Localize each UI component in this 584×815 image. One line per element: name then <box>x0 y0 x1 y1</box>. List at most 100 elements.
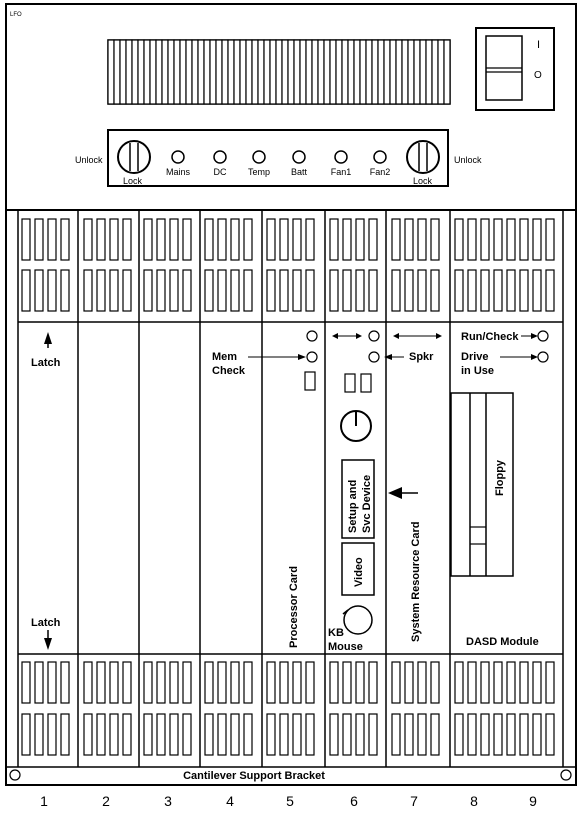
card-vent-slot <box>266 269 276 312</box>
vent-slot <box>197 39 205 105</box>
card-vent-slot <box>243 218 253 261</box>
slot6-switch-left[interactable] <box>344 373 356 393</box>
card-vent-slot <box>545 713 555 756</box>
card-vent-slot <box>279 269 289 312</box>
vent-slot <box>311 39 319 105</box>
latch-bottom[interactable]: Latch <box>31 617 61 650</box>
slot-number: 8 <box>470 793 478 809</box>
card-vent-slot <box>506 218 516 261</box>
slot6-switch-right[interactable] <box>360 373 372 393</box>
run-check-label: Run/Check <box>461 331 519 343</box>
speaker-led <box>368 351 380 363</box>
card-vent-slot <box>47 269 57 312</box>
vent-slot <box>263 39 271 105</box>
card-vent-slot <box>545 218 555 261</box>
card-vent-slot <box>96 661 106 704</box>
right-lock-knob-icon[interactable] <box>406 140 440 174</box>
right-unlock-label: Unlock <box>454 155 482 165</box>
card-vent-slot <box>467 269 477 312</box>
latch-bottom-label: Latch <box>31 617 61 629</box>
card-vent-slot <box>169 661 179 704</box>
card-vent-slot <box>169 713 179 756</box>
spkr-label: Spkr <box>409 351 434 363</box>
vent-slot <box>287 39 295 105</box>
card-vent-slot <box>83 713 93 756</box>
card-vent-slot <box>454 218 464 261</box>
card-vent-slot <box>342 269 352 312</box>
bracket-label: Cantilever Support Bracket <box>183 770 325 782</box>
kb-mouse-port-icon[interactable] <box>343 605 373 635</box>
slot-number: 1 <box>40 793 48 809</box>
vent-slot <box>443 39 451 105</box>
card-vent-slot <box>122 713 132 756</box>
card-vent-slot <box>60 661 70 704</box>
card-vent-slot <box>417 269 427 312</box>
card-vent-slot <box>156 713 166 756</box>
power-on-symbol: I <box>537 39 540 51</box>
card-vent-slot <box>454 713 464 756</box>
card-vent-slot <box>391 713 401 756</box>
setup-device-port[interactable] <box>341 459 375 539</box>
power-switch[interactable]: I O <box>475 27 555 111</box>
video-label: Video <box>353 557 365 587</box>
vent-slot <box>221 39 229 105</box>
card-vent-slot <box>404 269 414 312</box>
card-vent-slot <box>404 218 414 261</box>
card-vent-slot <box>279 218 289 261</box>
card-vent-slot <box>493 661 503 704</box>
card-vent-slot <box>454 269 464 312</box>
card-vent-slot <box>519 661 529 704</box>
vent-slot <box>353 39 361 105</box>
card-vent-slot <box>292 713 302 756</box>
card-vent-slot <box>480 218 490 261</box>
card-vent-slot <box>109 713 119 756</box>
card-vent-slot <box>391 661 401 704</box>
card-vent-slot <box>532 269 542 312</box>
vent-slot <box>437 39 445 105</box>
latch-top[interactable]: Latch <box>31 332 61 369</box>
card-vent-slot <box>34 269 44 312</box>
indicator-led <box>373 150 387 164</box>
slot-number: 4 <box>226 793 234 809</box>
slot6-dial-icon[interactable] <box>340 410 372 442</box>
vent-slot <box>395 39 403 105</box>
card-vent-slot <box>217 713 227 756</box>
card-vent-slot <box>545 661 555 704</box>
indicator-label: Fan1 <box>331 167 352 177</box>
card-vent-slot <box>430 269 440 312</box>
card-vent-slot <box>34 713 44 756</box>
vent-slot <box>419 39 427 105</box>
card-vent-slot <box>355 713 365 756</box>
vent-slot <box>401 39 409 105</box>
card-vent-slot <box>305 661 315 704</box>
card-vent-slot <box>243 269 253 312</box>
card-vent-slot <box>60 218 70 261</box>
card-vent-slot <box>21 218 31 261</box>
card-vent-slot <box>305 218 315 261</box>
card-vent-slot <box>109 269 119 312</box>
card-vent-slot <box>480 713 490 756</box>
card-vent-slot <box>493 713 503 756</box>
setup-device-label-1: Setup and <box>347 480 359 533</box>
slot-number: 5 <box>286 793 294 809</box>
card-vent-slot <box>122 269 132 312</box>
processor-switch[interactable] <box>304 371 316 391</box>
vent-slot <box>227 39 235 105</box>
drive-in-use-label-1: Drive <box>461 351 489 363</box>
vent-slot <box>209 39 217 105</box>
vent-slot <box>413 39 421 105</box>
video-port[interactable] <box>341 542 375 596</box>
left-lock-label: Lock <box>123 176 143 186</box>
card-vent-slot <box>355 269 365 312</box>
card-vent-slot <box>204 269 214 312</box>
left-lock-knob-icon[interactable] <box>117 140 151 174</box>
drive-in-use-label-2: in Use <box>461 365 494 377</box>
floppy-drive[interactable] <box>450 392 514 577</box>
card-vent-slot <box>230 269 240 312</box>
vent-slot <box>389 39 397 105</box>
system-resource-card-label: System Resource Card <box>410 522 422 642</box>
floppy-label: Floppy <box>494 459 506 496</box>
card-vent-slot <box>169 269 179 312</box>
vent-slot <box>155 39 163 105</box>
indicator-label: Temp <box>248 167 270 177</box>
